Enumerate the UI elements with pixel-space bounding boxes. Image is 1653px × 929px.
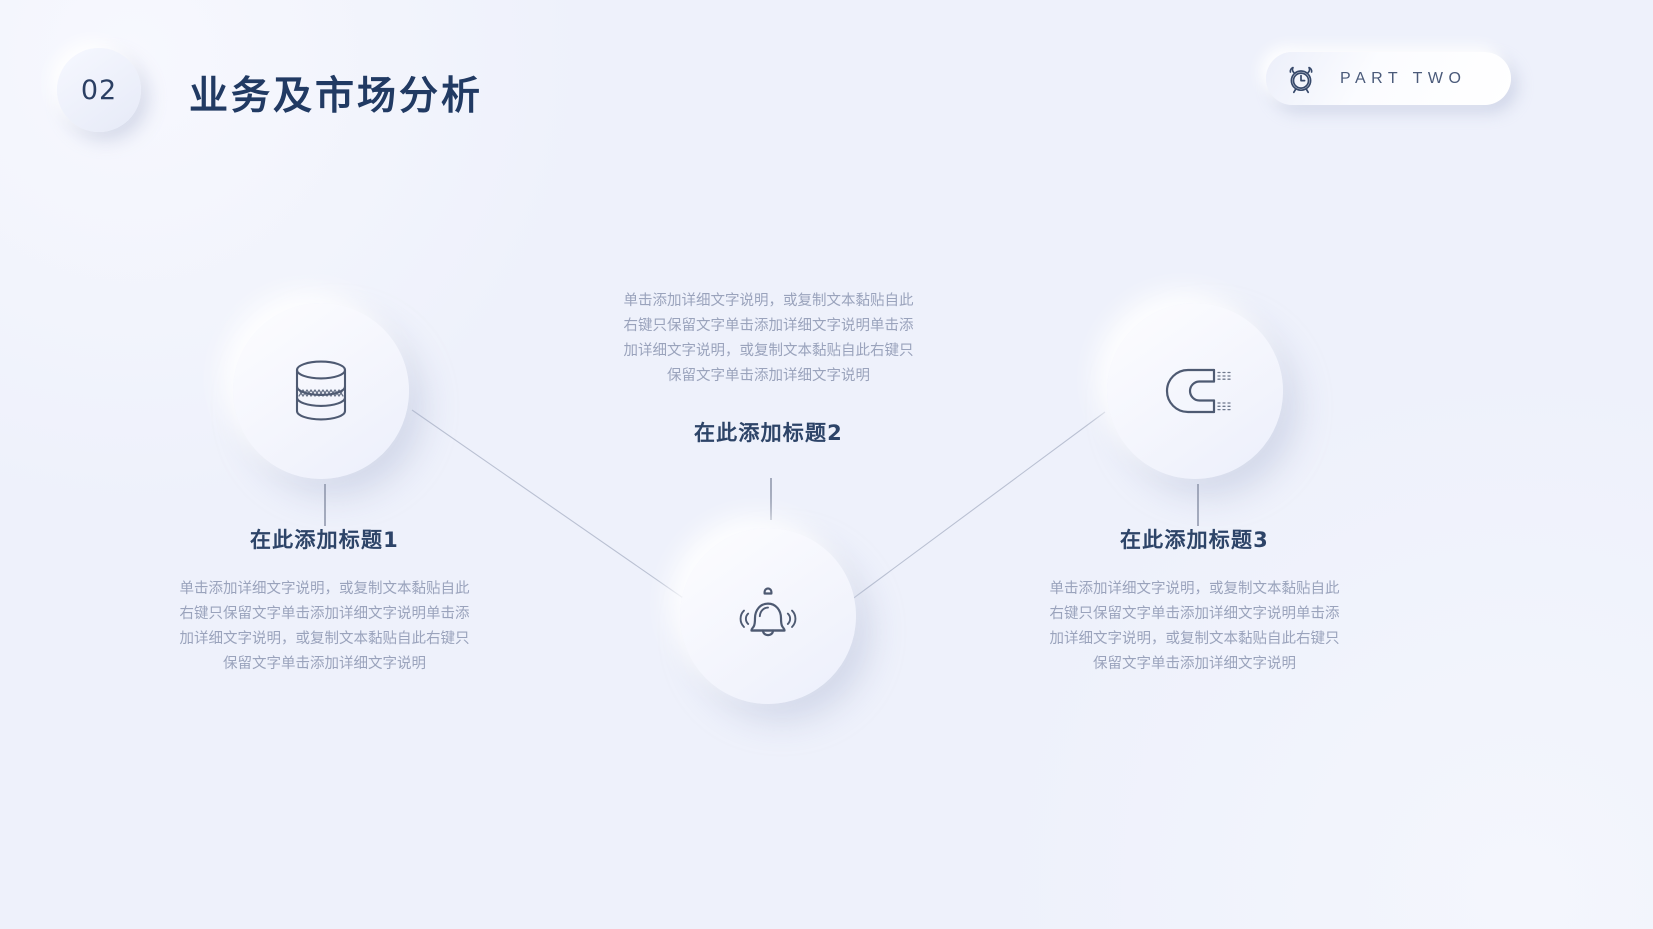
slide-header: 02 业务及市场分析 PART TWO <box>0 0 1653 175</box>
section-number-badge: 02 <box>57 48 141 132</box>
node-circle-1[interactable] <box>233 303 409 479</box>
database-icon <box>278 348 364 434</box>
node-text-block-1: 在此添加标题1 单击添加详细文字说明，或复制文本黏贴自此右键只保留文字单击添加详… <box>173 524 476 677</box>
page-title: 业务及市场分析 <box>189 74 484 119</box>
node-tick-3 <box>1197 484 1199 526</box>
node-tick-2 <box>770 478 772 520</box>
node-text-block-3: 在此添加标题3 单击添加详细文字说明，或复制文本黏贴自此右键只保留文字单击添加详… <box>1043 524 1346 677</box>
part-indicator-pill: PART TWO <box>1266 52 1511 105</box>
node-body-2: 单击添加详细文字说明，或复制文本黏贴自此右键只保留文字单击添加详细文字说明单击添… <box>623 293 914 384</box>
node-title-1: 在此添加标题1 <box>249 528 399 552</box>
section-number-label: 02 <box>80 74 118 106</box>
node-tick-1 <box>324 484 326 526</box>
node-circle-2[interactable] <box>680 528 856 704</box>
node-title-2: 在此添加标题2 <box>693 421 843 445</box>
node-title-3: 在此添加标题3 <box>1119 528 1269 552</box>
part-indicator-label: PART TWO <box>1340 69 1467 87</box>
bell-icon <box>725 573 811 659</box>
magnet-icon <box>1152 348 1238 434</box>
node-body-3: 单击添加详细文字说明，或复制文本黏贴自此右键只保留文字单击添加详细文字说明单击添… <box>1049 581 1340 672</box>
node-circle-3[interactable] <box>1107 303 1283 479</box>
node-text-block-2: 单击添加详细文字说明，或复制文本黏贴自此右键只保留文字单击添加详细文字说明单击添… <box>617 289 920 447</box>
alarm-clock-icon <box>1284 62 1318 96</box>
node-body-1: 单击添加详细文字说明，或复制文本黏贴自此右键只保留文字单击添加详细文字说明单击添… <box>179 581 470 672</box>
